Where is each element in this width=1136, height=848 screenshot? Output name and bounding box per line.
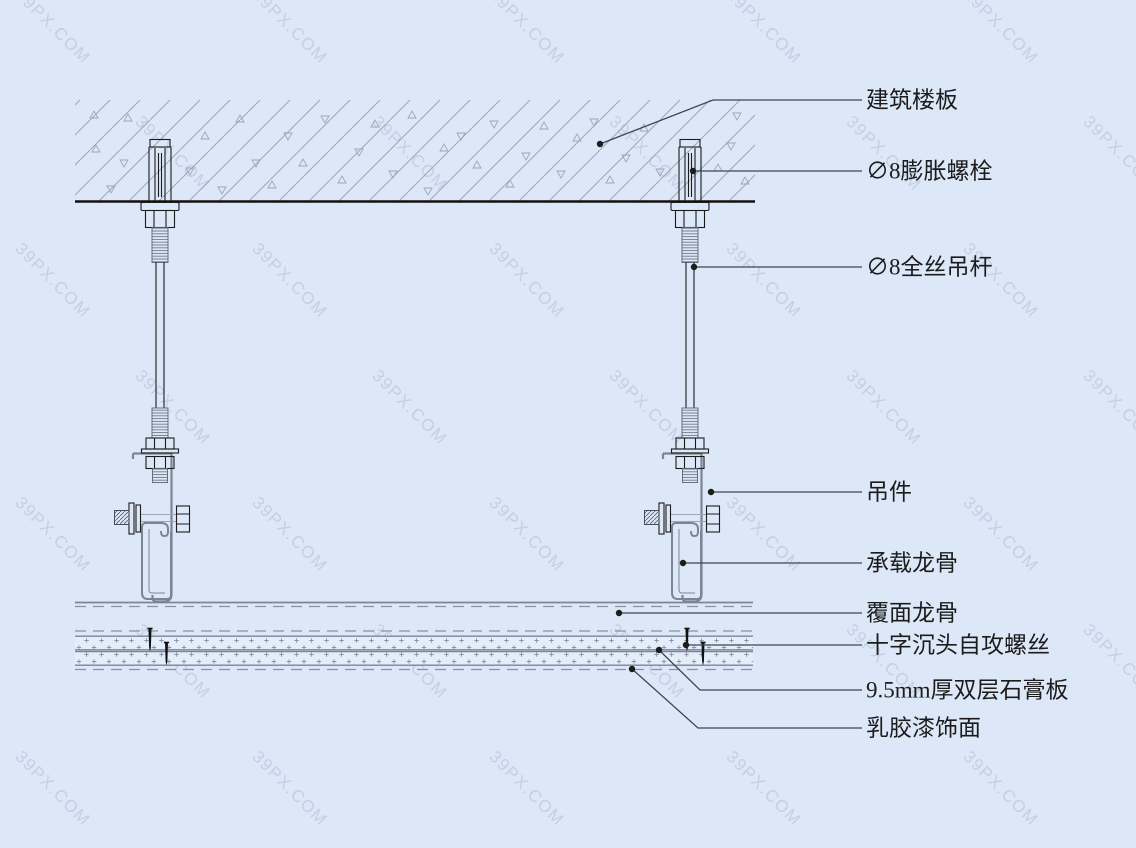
label-carrying-channel: 承载龙骨 xyxy=(866,551,958,576)
slab-aggregate-triangles xyxy=(89,110,750,196)
label-hanger-rod: ∅8全丝吊杆 xyxy=(866,255,993,280)
concrete-slab xyxy=(75,100,755,203)
label-hanger: 吊件 xyxy=(866,480,912,505)
label-expansion-bolt: ∅8膨胀螺栓 xyxy=(866,159,993,184)
furring-channel-lines xyxy=(75,601,753,632)
hanger-assembly-left xyxy=(113,138,191,603)
label-screw: 十字沉头自攻螺丝 xyxy=(866,633,1050,658)
leader-lines xyxy=(596,99,862,729)
hanger-assembly-right xyxy=(643,138,721,603)
label-gypsum-board: 9.5mm厚双层石膏板 xyxy=(866,678,1069,703)
label-furring-channel: 覆面龙骨 xyxy=(866,601,958,626)
label-building-slab: 建筑楼板 xyxy=(866,88,958,113)
label-paint-finish: 乳胶漆饰面 xyxy=(866,716,981,741)
gypsum-boards xyxy=(75,635,753,671)
slab-hatch xyxy=(75,100,755,201)
